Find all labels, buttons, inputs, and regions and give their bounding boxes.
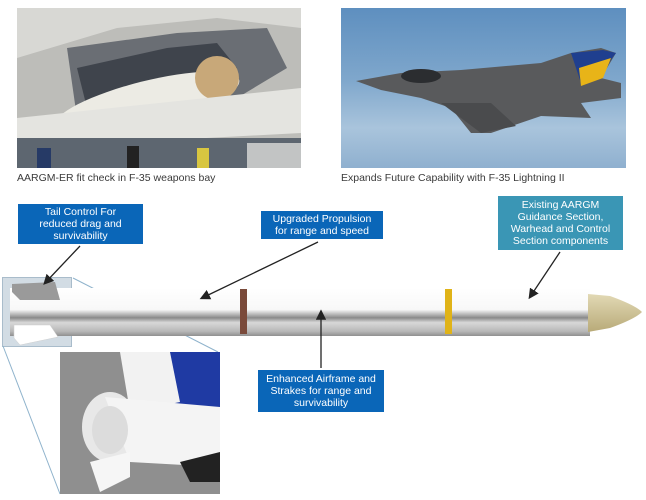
f35-aircraft-illustration [356, 48, 621, 133]
tail-closeup-illustration [60, 352, 220, 494]
callout-line: survivability [293, 397, 349, 409]
tail-closeup-photo [60, 352, 220, 494]
weapons-bay-photo [17, 8, 301, 168]
callout-line: survivability [53, 230, 108, 242]
missile-band-yellow [445, 289, 452, 334]
tail-control-arrow [43, 245, 81, 285]
propulsion-callout: Upgraded Propulsion for range and speed [261, 211, 383, 239]
callout-line: Guidance Section, [517, 211, 604, 223]
callout-line: Strakes for range and [270, 385, 372, 397]
callout-line: Tail Control For [44, 206, 117, 218]
f35-photo [341, 8, 626, 168]
callout-line: Section components [512, 235, 609, 247]
callout-line: Warhead and Control [510, 223, 611, 235]
callout-line: Enhanced Airframe and [266, 373, 376, 385]
callout-line: Existing AARGM [521, 199, 600, 211]
weapons-bay-caption: AARGM-ER fit check in F-35 weapons bay [17, 172, 216, 184]
zoom-line-bottom [2, 345, 61, 495]
existing-aargm-arrow [528, 251, 561, 300]
callout-line: Upgraded Propulsion [272, 213, 372, 225]
callout-line: reduced drag and [39, 218, 122, 230]
tail-fin-top [12, 282, 60, 300]
missile-body [10, 282, 642, 346]
f35-caption: Expands Future Capability with F-35 Ligh… [341, 172, 565, 184]
weapons-bay-illustration [17, 8, 301, 168]
airframe-callout: Enhanced Airframe and Strakes for range … [258, 370, 384, 412]
missile-band-brown [240, 289, 247, 334]
propulsion-arrow [199, 241, 319, 300]
existing-aargm-callout: Existing AARGM Guidance Section, Warhead… [498, 196, 623, 250]
callout-line: for range and speed [275, 225, 369, 237]
tail-control-callout: Tail Control For reduced drag and surviv… [18, 204, 143, 244]
tail-fin-bottom [13, 324, 59, 346]
